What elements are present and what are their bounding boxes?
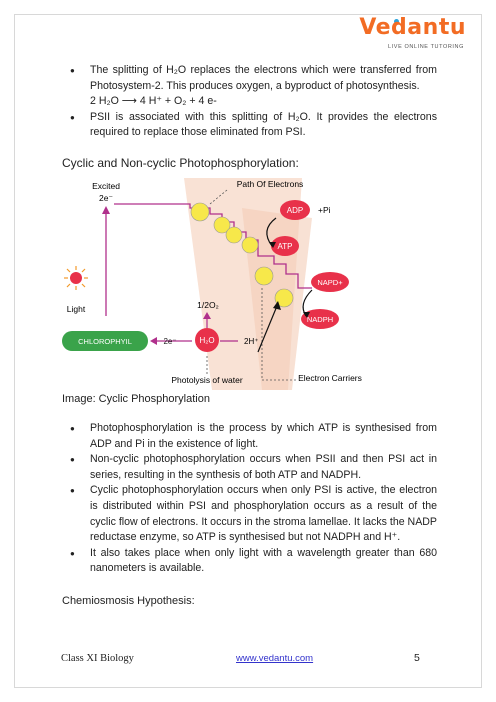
equation: 2 H₂O ⟶ 4 H⁺ + O₂ + 4 e-: [90, 95, 217, 108]
logo-tagline: LIVE ONLINE TUTORING: [388, 44, 464, 50]
adp-atp-arrow-head-icon: [269, 242, 276, 248]
atp-ellipse: [271, 236, 299, 256]
nadph-label: NADPH: [307, 315, 333, 324]
excited-electrons-label: 2e⁻: [99, 193, 113, 203]
napd-label: NAPD+: [317, 278, 343, 287]
bullet-item: Cyclic photophosphorylation occurs when …: [62, 483, 437, 545]
page-frame: [14, 14, 482, 688]
napd-nadph-arrow-head-icon: [303, 312, 310, 318]
electron-path-line: [114, 203, 312, 289]
carrier-circle: [274, 288, 294, 308]
bullet-item: The splitting of H₂O replaces the electr…: [62, 63, 437, 110]
h-plus-label: 2H⁺: [244, 337, 258, 346]
vedantu-logo: Vedantu LIVE ONLINE TUTORING: [359, 13, 466, 53]
h2o-label: H₂O: [199, 336, 214, 345]
carrier-circle: [254, 266, 274, 286]
footer-subject: Class XI Biology: [61, 653, 134, 664]
chlorophyll-label: CHLOROPHYIL: [78, 337, 132, 346]
carriers-pointer: [261, 286, 296, 381]
electron-flow-arrow-head-icon: [150, 337, 157, 345]
path-of-electrons-label: Path Of Electrons: [237, 179, 304, 189]
o2-arrow-head-icon: [203, 312, 211, 319]
chlorophyll-pill: [62, 331, 148, 351]
bullet-item: It also takes place when only light with…: [62, 546, 437, 577]
image-caption: Image: Cyclic Phosphorylation: [62, 393, 210, 405]
bullet-item: Non-cyclic photophosphorylation occurs w…: [62, 452, 437, 483]
cyclic-return-arrow-head-icon: [273, 301, 281, 310]
bullet-item: Photophosphorylation is the process by w…: [62, 421, 437, 452]
page-number: 5: [414, 652, 420, 664]
carriers-label: Electron Carriers: [298, 373, 362, 383]
heading-chemiosmosis: Chemiosmosis Hypothesis:: [62, 595, 195, 607]
h2o-circle: [195, 328, 219, 352]
pi-label: +Pi: [318, 205, 331, 215]
nadph-ellipse: [301, 309, 339, 329]
light-label: Light: [67, 304, 86, 314]
bullet-item: PSII is associated with this splitting o…: [62, 110, 437, 141]
photolysis-label: Photolysis of water: [171, 375, 243, 385]
carrier-circle: [241, 236, 259, 254]
photophosphorylation-diagram: Excited 2e⁻ Path Of Electrons ADP +Pi AT…: [62, 178, 362, 390]
electron-left-label: 2e⁻: [163, 337, 176, 346]
cyclic-return-arrow: [257, 305, 278, 353]
napd-ellipse: [311, 272, 349, 292]
logo-dot-icon: [394, 19, 399, 24]
carrier-circle: [213, 216, 231, 234]
footer-link[interactable]: www.vedantu.com: [236, 653, 314, 664]
excited-label: Excited: [92, 181, 120, 191]
carrier-circle: [190, 202, 210, 222]
atp-label: ATP: [278, 242, 293, 251]
carrier-circle: [225, 226, 243, 244]
adp-label: ADP: [287, 206, 303, 215]
logo-word: Vedantu: [359, 15, 466, 40]
sun-icon: [64, 266, 88, 290]
bullets-bottom: Photophosphorylation is the process by w…: [62, 421, 437, 577]
heading-cyclic: Cyclic and Non-cyclic Photophosphorylati…: [62, 156, 299, 170]
bullets-top: The splitting of H₂O replaces the electr…: [62, 63, 437, 141]
adp-ellipse: [280, 200, 310, 220]
excitation-arrow-head-icon: [102, 206, 110, 214]
half-o2-label: 1/2O₂: [197, 300, 219, 310]
